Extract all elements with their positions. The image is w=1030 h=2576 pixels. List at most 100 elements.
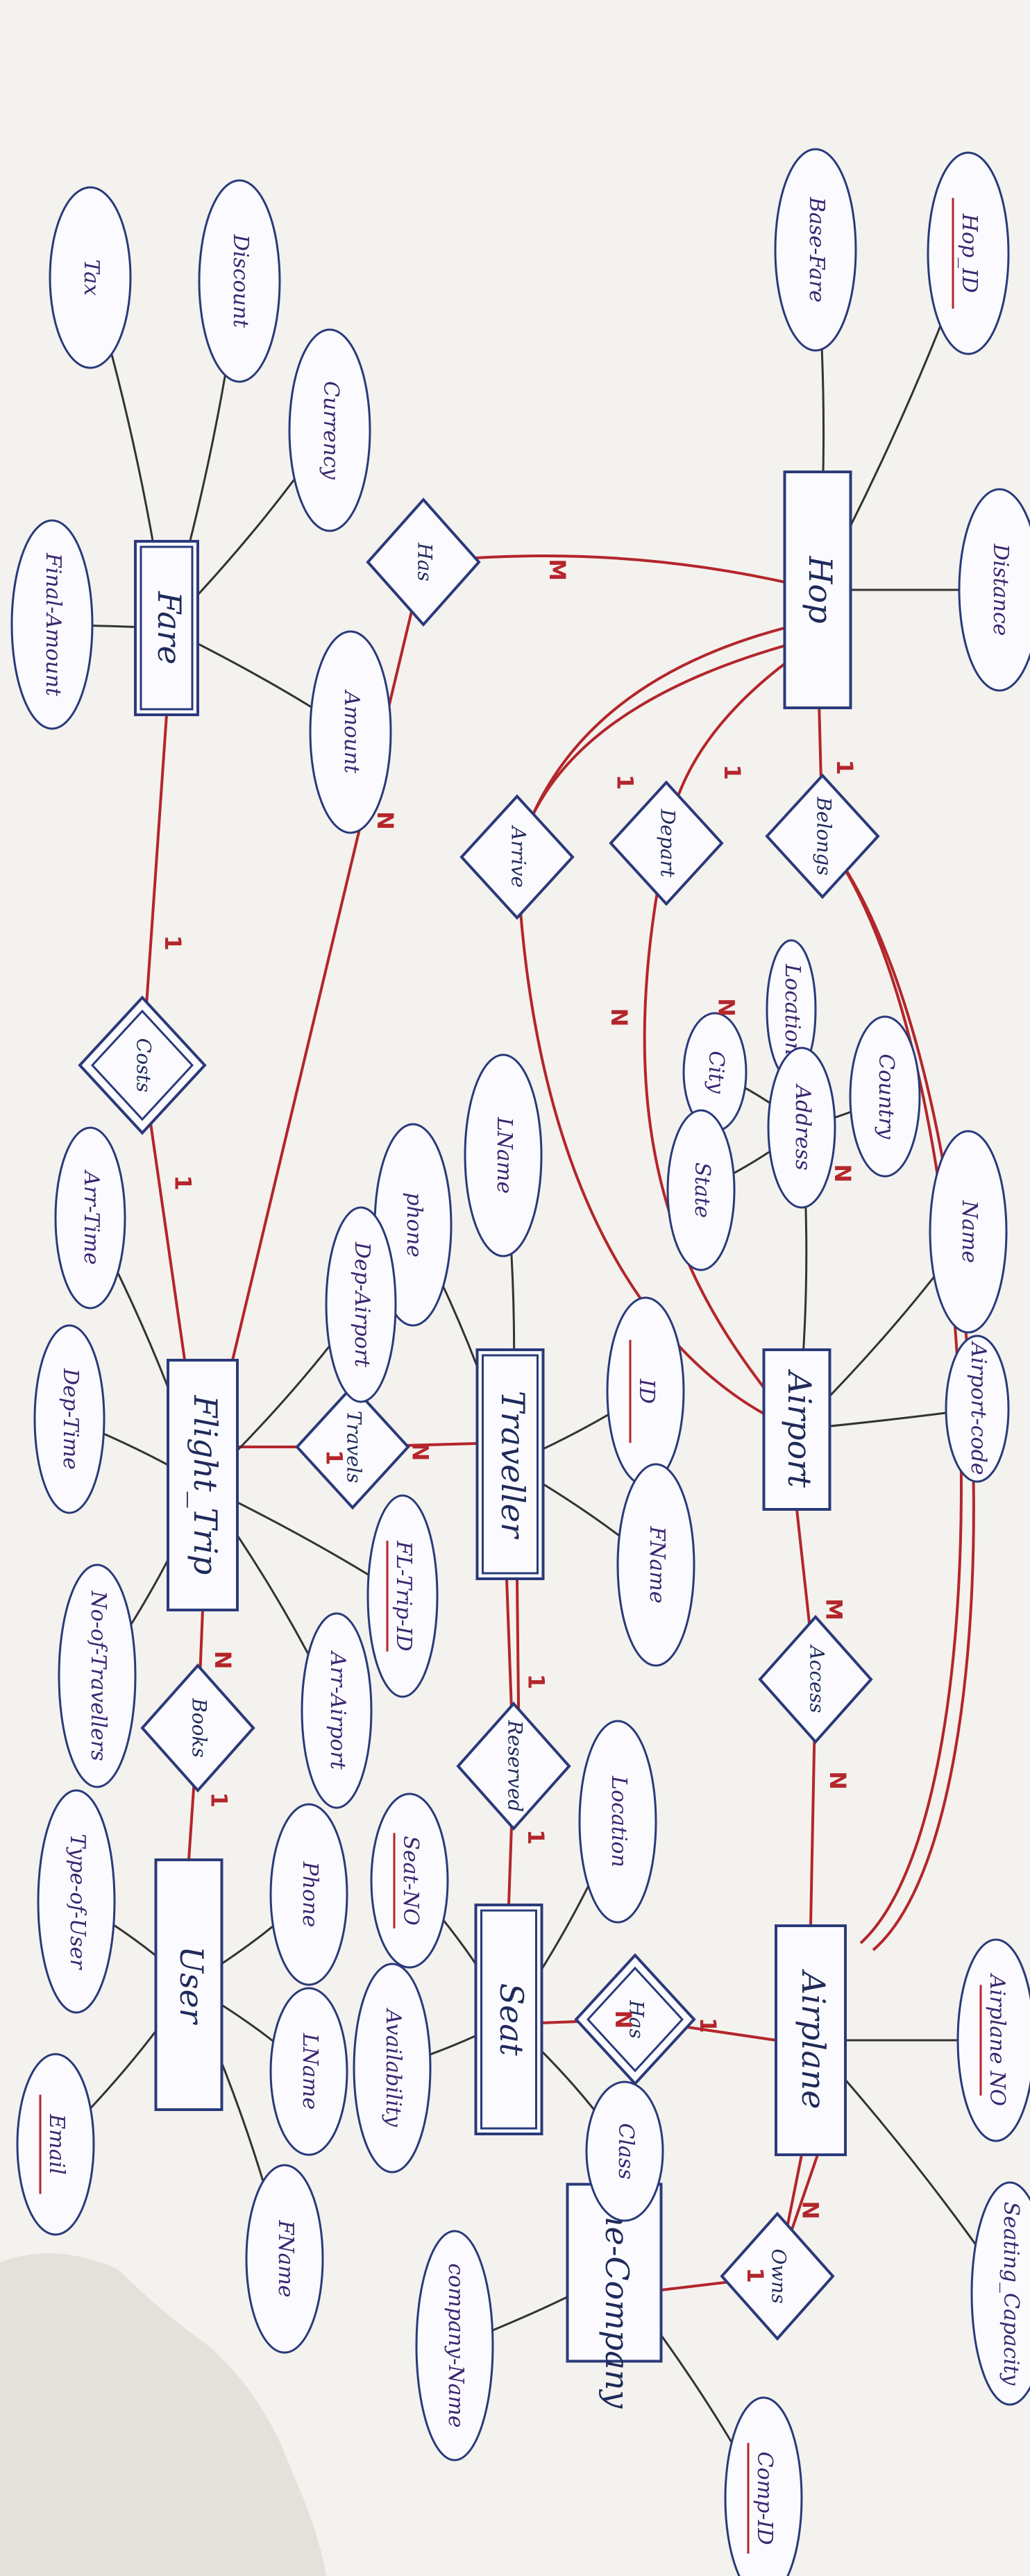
relationship-label: Travels bbox=[343, 1411, 366, 1483]
attribute-airport-code: Airport-code bbox=[945, 1334, 1010, 1483]
entity-box bbox=[154, 1858, 223, 2111]
attribute-ellipse bbox=[666, 1109, 736, 1271]
entity-label: Seat bbox=[493, 1983, 530, 2056]
attribute-label: Amount bbox=[339, 689, 364, 774]
attribute-label: Class bbox=[614, 2123, 638, 2179]
attribute-user-phone: Phone bbox=[269, 1803, 348, 1986]
attribute-tax: Tax bbox=[49, 186, 132, 369]
attribute-arr-airport: Arr-Airport bbox=[301, 1612, 373, 1809]
relationship-diamond bbox=[456, 1701, 571, 1831]
relationship-label: Depart bbox=[657, 808, 679, 878]
relationship-travels: Travels bbox=[295, 1384, 410, 1510]
paper-tear-layer bbox=[0, 2253, 326, 2576]
weak-entity-border bbox=[140, 545, 194, 711]
attribute-dep-time: Dep-Time bbox=[33, 1324, 105, 1514]
relationship-has-hop-flight: Has bbox=[366, 497, 481, 627]
attribute-ellipse bbox=[774, 148, 857, 352]
entity-airport: Airport bbox=[762, 1348, 831, 1511]
attribute-ellipse bbox=[929, 1130, 1008, 1334]
cardinality-label: N bbox=[210, 1651, 236, 1670]
attribute-label: Final-Amount bbox=[41, 552, 65, 697]
cardinality-label: 1 bbox=[169, 1175, 196, 1190]
attribute-airport-name: Name bbox=[929, 1130, 1008, 1334]
relationship-arrive: Arrive bbox=[459, 794, 575, 920]
entity-hop: Hop bbox=[783, 471, 852, 709]
attribute-label: Type-of-User bbox=[65, 1833, 90, 1970]
entity-traveller: Traveller bbox=[475, 1348, 545, 1580]
relationship-depart: Depart bbox=[609, 780, 724, 906]
cardinality-label: N bbox=[714, 998, 740, 1017]
attribute-seat-location: Location bbox=[578, 1720, 657, 1924]
entity-label: Hop bbox=[802, 555, 839, 623]
cardinality-label: 1 bbox=[160, 935, 186, 950]
relationship-label: Belongs bbox=[813, 796, 836, 875]
cardinality-label: N bbox=[825, 1771, 851, 1790]
relationship-costs: Costs bbox=[78, 995, 207, 1135]
attribute-label: phone bbox=[402, 1192, 426, 1257]
attribute-label: City bbox=[704, 1051, 728, 1094]
attribute-label: Phone bbox=[298, 1861, 322, 1928]
attribute-ellipse bbox=[366, 1494, 439, 1698]
line-arrive-airport bbox=[516, 856, 797, 1431]
relationship-access: Access bbox=[758, 1614, 873, 1745]
attribute-distance: Distance bbox=[958, 488, 1030, 692]
attribute-label: No-of-Travellers bbox=[86, 1590, 110, 1761]
attribute-no-of-travellers: No-of-Travellers bbox=[58, 1564, 137, 1788]
weak-entity-border bbox=[480, 1909, 537, 2130]
attribute-label: company-Name bbox=[444, 2263, 468, 2427]
cardinality-label: 1 bbox=[523, 1674, 550, 1689]
relationship-label: Owns bbox=[768, 2248, 791, 2303]
attribute-ellipse bbox=[49, 186, 132, 369]
identifying-relationship-border bbox=[586, 1966, 684, 2073]
entity-fare: Fare bbox=[134, 540, 199, 716]
entity-box bbox=[167, 1359, 239, 1611]
cardinality-label: M bbox=[544, 559, 571, 581]
attribute-dep-airport: Dep-Airport bbox=[325, 1206, 397, 1403]
relationship-diamond bbox=[78, 995, 207, 1135]
entity-box bbox=[783, 471, 852, 709]
attribute-ellipse bbox=[269, 1803, 348, 1986]
attribute-seating-capacity: Seating_Capacity bbox=[970, 2181, 1030, 2406]
attribute-arr-time: Arr-Time bbox=[54, 1126, 126, 1310]
entity-user: User bbox=[154, 1858, 223, 2111]
relationship-diamond bbox=[609, 780, 724, 906]
attribute-ellipse bbox=[58, 1564, 137, 1788]
attribute-label: Location bbox=[780, 963, 804, 1056]
attribute-seat-no: Seat-NO bbox=[370, 1793, 449, 1969]
entity-box bbox=[134, 540, 199, 716]
attribute-traveller-lname: LName bbox=[464, 1053, 543, 1257]
cardinality-label: M bbox=[820, 1598, 847, 1620]
attribute-ellipse bbox=[415, 2230, 494, 2461]
entity-label: Airplane bbox=[795, 1969, 832, 2109]
attribute-location: Location bbox=[766, 939, 817, 1081]
attribute-ellipse bbox=[33, 1324, 105, 1514]
attribute-fl-trip-id: FL-Trip-ID bbox=[366, 1494, 439, 1698]
relationship-label: Reserved bbox=[504, 1720, 527, 1812]
attribute-email: Email bbox=[16, 2053, 95, 2236]
cardinality-label: N bbox=[407, 1443, 434, 1461]
relationship-diamond bbox=[366, 497, 481, 627]
attribute-currency: Currency bbox=[288, 328, 371, 532]
attribute-ellipse bbox=[16, 2053, 95, 2236]
attribute-ellipse bbox=[956, 1938, 1030, 2142]
relationship-owns: Owns bbox=[720, 2211, 835, 2341]
entity-label: User bbox=[173, 1946, 210, 2026]
attribute-label: Currency bbox=[319, 381, 343, 480]
attribute-state: State bbox=[666, 1109, 736, 1271]
attribute-label: FName bbox=[645, 1525, 669, 1603]
attribute-label: Distance bbox=[988, 543, 1013, 636]
attribute-ellipse bbox=[353, 1963, 432, 2174]
attribute-company-name: company-Name bbox=[415, 2230, 494, 2461]
cardinality-label: N bbox=[829, 1164, 856, 1183]
attribute-label: Arr-Airport bbox=[326, 1650, 350, 1770]
attribute-ellipse bbox=[724, 2396, 803, 2576]
attribute-ellipse bbox=[945, 1334, 1010, 1483]
entity-label: Traveller bbox=[494, 1391, 532, 1540]
attribute-label: Tax bbox=[79, 260, 103, 296]
cardinality-label: 1 bbox=[523, 1829, 549, 1845]
cardinality-label: 1 bbox=[742, 2267, 768, 2282]
attribute-ellipse bbox=[54, 1126, 126, 1310]
identifying-relationship-border bbox=[90, 1009, 194, 1121]
entity-box bbox=[474, 1904, 543, 2135]
